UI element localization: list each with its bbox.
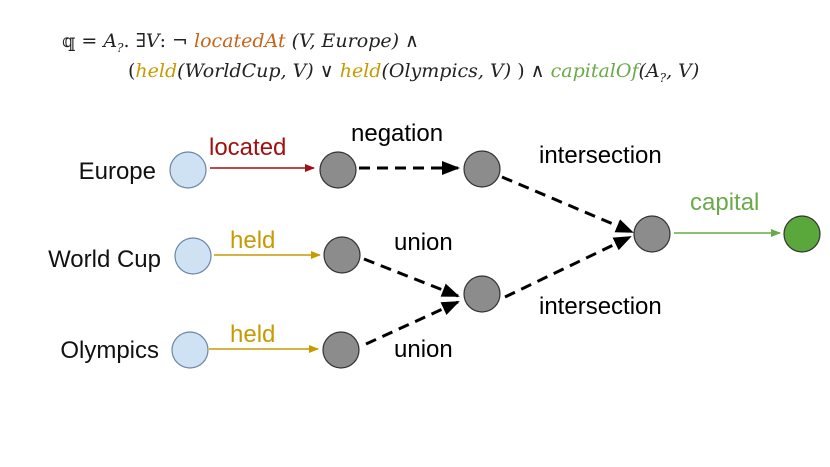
node-var-intersection (633, 215, 671, 253)
node-olympics (171, 331, 209, 369)
formula-line-1: 𝕢 = A?. ∃V: ¬ locatedAt (V, Europe) ∧ (62, 30, 419, 55)
node-var-negation (463, 150, 501, 188)
predicate-held-1: held (135, 60, 178, 82)
node-worldcup (174, 237, 212, 275)
edge-union-worldcup (363, 257, 460, 298)
node-target (783, 215, 821, 253)
label-intersection-top: intersection (539, 142, 662, 169)
label-olympics: Olympics (60, 337, 159, 364)
predicate-capital-of: capitalOf (550, 60, 639, 82)
edge-intersection-bottom (504, 235, 632, 299)
label-union-bottom: union (394, 336, 453, 363)
node-var-held-worldcup (323, 236, 361, 274)
label-intersection-bottom: intersection (539, 293, 662, 320)
predicate-located-at: locatedAt (194, 30, 286, 52)
node-europe (169, 151, 207, 189)
label-held-olympics: held (230, 321, 275, 348)
formula-line-2: (held(WorldCup, V) ∨ held(Olympics, V) )… (128, 60, 700, 85)
label-held-worldcup: held (230, 227, 275, 254)
label-union-top: union (394, 229, 453, 256)
edge-intersection-top (501, 175, 634, 234)
label-capital: capital (690, 189, 759, 216)
node-var-held-olympics (322, 331, 360, 369)
label-negation: negation (351, 120, 443, 147)
node-var-located (319, 151, 357, 189)
label-europe: Europe (79, 158, 156, 185)
predicate-held-2: held (339, 60, 382, 82)
label-located: located (209, 134, 286, 161)
node-var-union (463, 275, 501, 313)
label-worldcup: World Cup (48, 246, 161, 273)
query-symbol: 𝕢 (62, 30, 76, 52)
